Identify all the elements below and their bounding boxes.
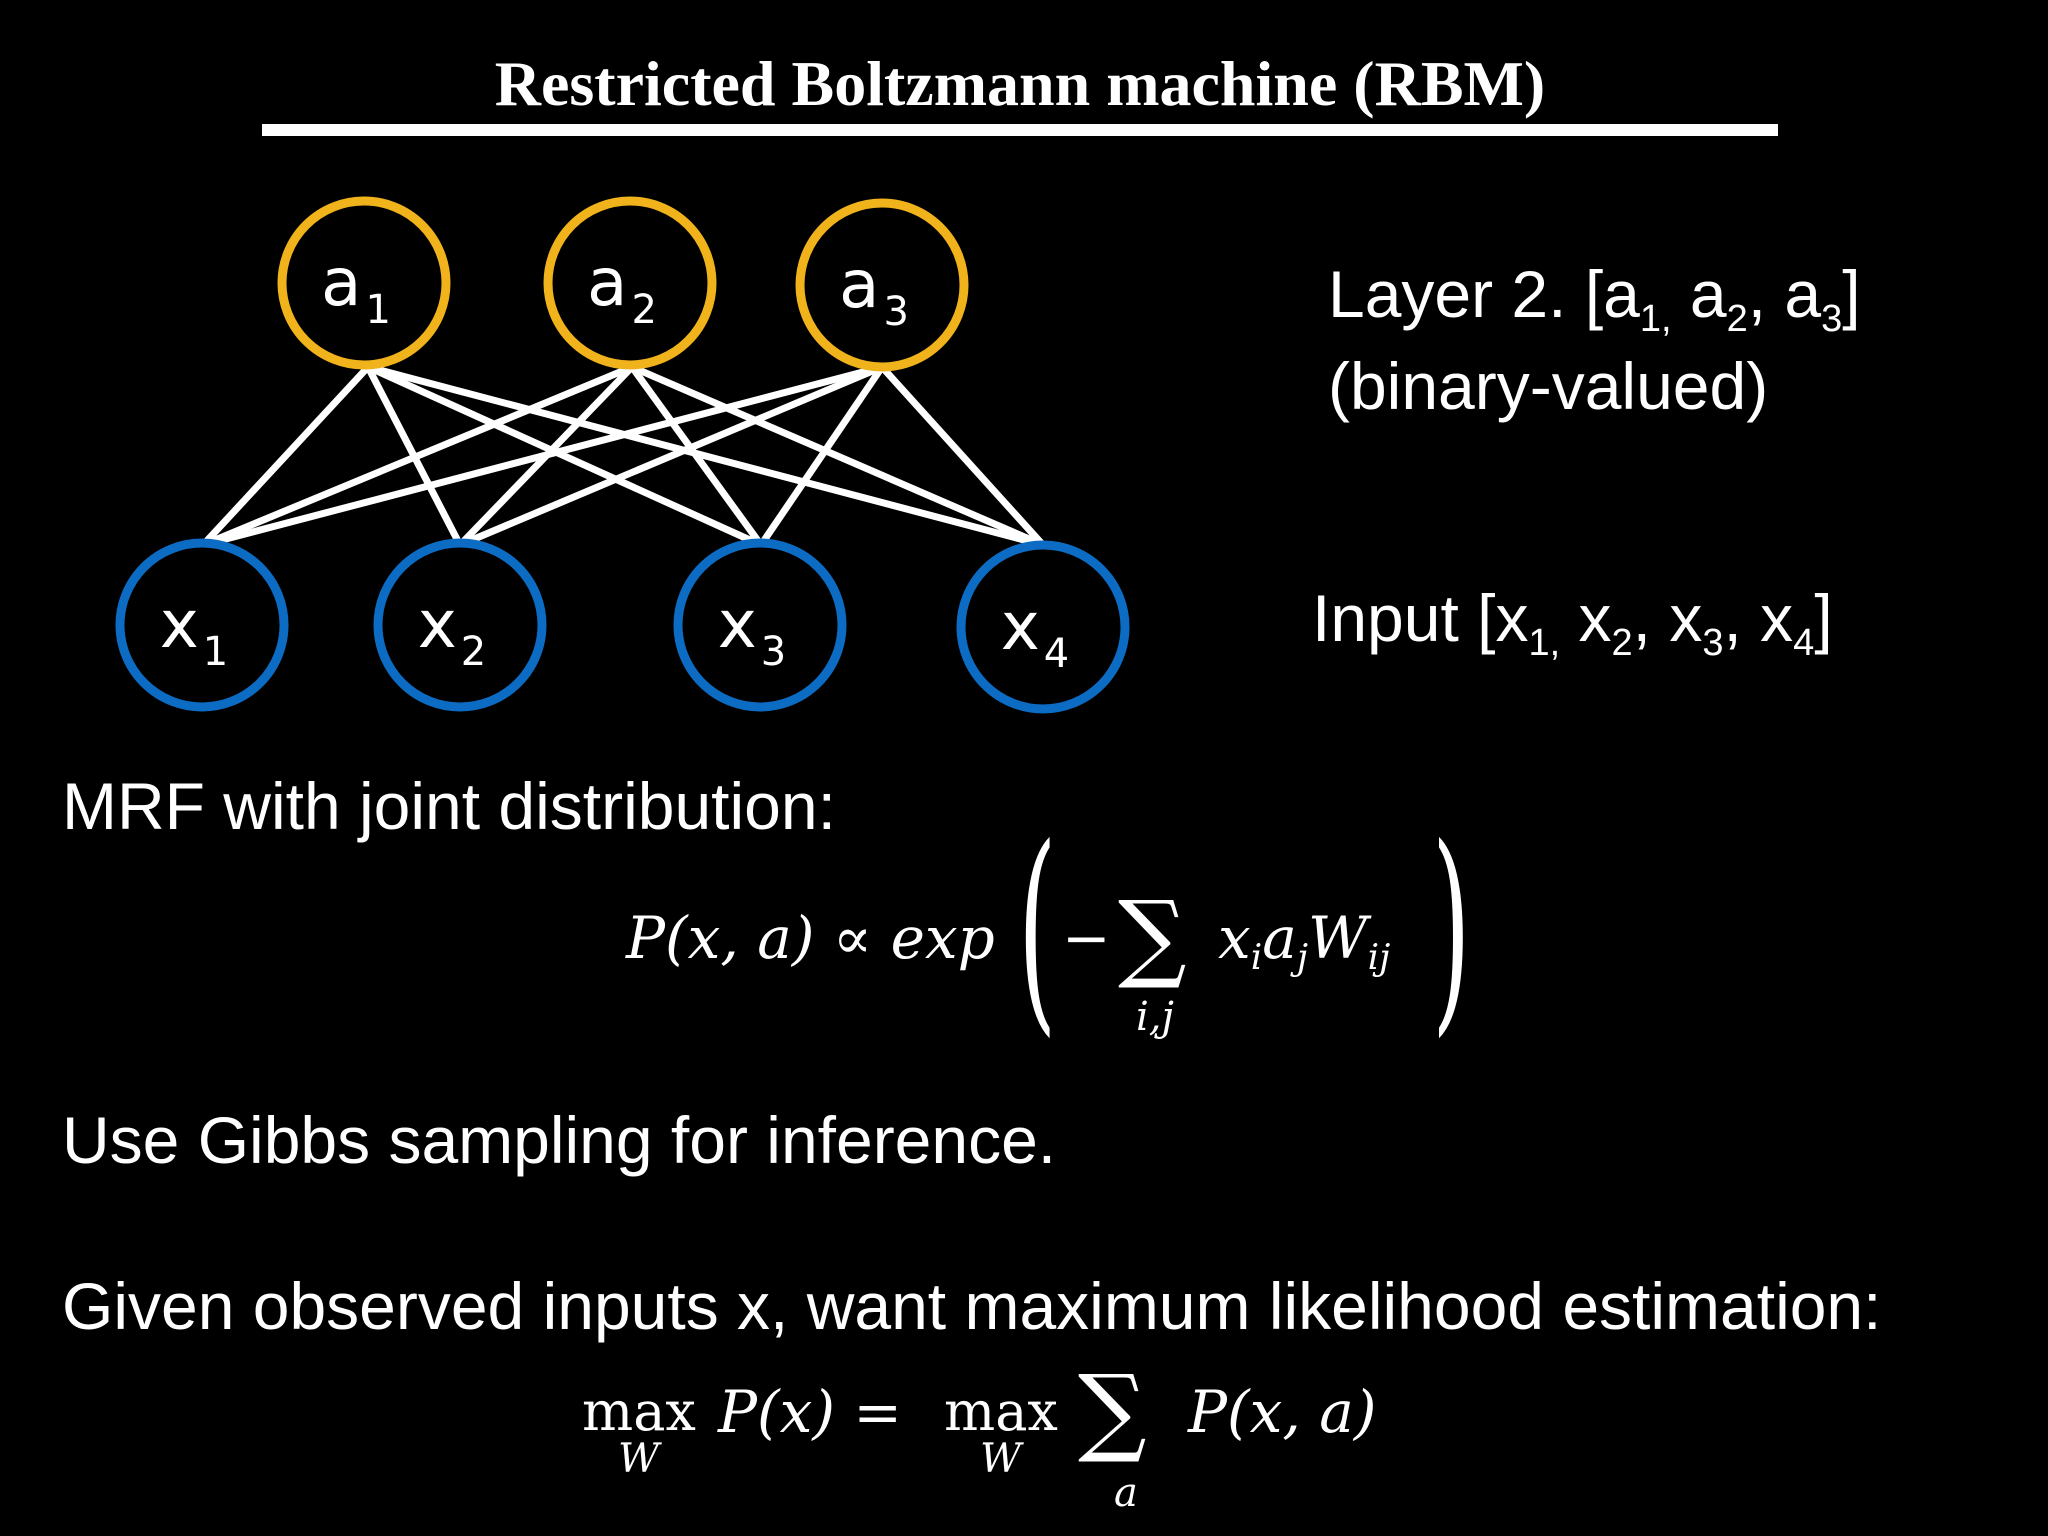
input-prefix: Input [x xyxy=(1312,581,1529,655)
input-mid-2: , x xyxy=(1632,581,1703,655)
layer2-mid-2: , a xyxy=(1747,257,1822,331)
edge-a2-x1 xyxy=(199,363,636,549)
layer2-suffix: ] xyxy=(1842,257,1861,331)
hidden-node-a3-circle xyxy=(795,198,969,372)
input-node-x3-circle xyxy=(673,538,847,712)
input-mid-1: x xyxy=(1560,581,1612,655)
edge-a1-x4 xyxy=(364,363,1047,549)
edge-a2-x4 xyxy=(628,363,1047,549)
input-sub-3: 3 xyxy=(1702,622,1724,664)
layer2-prefix: Layer 2. [a xyxy=(1328,257,1640,331)
input-node-x2-circle xyxy=(373,538,547,712)
input-sub-4: 4 xyxy=(1793,622,1815,664)
edge-a1-x1 xyxy=(199,363,372,549)
gibbs-sampling-note: Use Gibbs sampling for inference. xyxy=(62,1103,1057,1177)
hidden-node-a1-circle xyxy=(277,196,451,370)
rbm-edges xyxy=(199,363,1047,549)
edge-a3-x1 xyxy=(199,363,886,549)
input-node-x1-circle xyxy=(115,538,289,712)
edge-a1-x3 xyxy=(364,363,765,549)
slide-title: Restricted Boltzmann machine (RBM) xyxy=(494,48,1546,119)
layer2-description: Layer 2. [a1, a2, a3] xyxy=(1328,250,1861,338)
edge-a2-x3 xyxy=(628,363,765,549)
edge-a3-x2 xyxy=(456,363,886,549)
input-suffix: ] xyxy=(1814,581,1833,655)
input-sub-2: 2 xyxy=(1611,622,1633,664)
input-sub-1: 1, xyxy=(1528,622,1561,664)
title-underline xyxy=(262,124,1778,136)
mrf-label: MRF with joint distribution: xyxy=(62,769,836,843)
layer2-sub-3: 3 xyxy=(1821,298,1843,340)
layer2-sub-2: 2 xyxy=(1726,298,1748,340)
input-node-x4-circle xyxy=(956,540,1130,714)
layer2-binary-note: (binary-valued) xyxy=(1328,349,1769,423)
edge-a3-x4 xyxy=(878,363,1047,549)
layer2-sub-1: 1, xyxy=(1639,298,1672,340)
layer2-mid-1: a xyxy=(1671,257,1727,331)
input-description: Input [x1, x2, x3, x4] xyxy=(1312,574,1833,662)
edge-a3-x3 xyxy=(757,363,886,549)
input-mid-3: , x xyxy=(1723,581,1794,655)
hidden-node-a2-circle xyxy=(543,196,717,370)
mle-statement: Given observed inputs x, want maximum li… xyxy=(62,1269,1882,1343)
